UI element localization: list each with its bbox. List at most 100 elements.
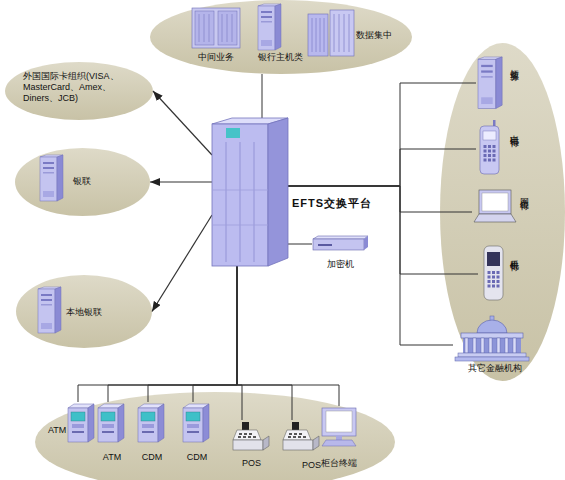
- icon-part: [483, 131, 496, 140]
- atm-icon: [68, 404, 94, 442]
- group-ellipse: ATMATMCDMCDMPOSPOS柜台终端: [35, 392, 395, 480]
- icon-part: [489, 338, 492, 353]
- connector-group: [78, 74, 478, 420]
- icon-part: [497, 338, 500, 353]
- device-node: CDM: [136, 402, 168, 464]
- connector: [288, 149, 476, 186]
- terminal-icon: [322, 408, 356, 446]
- encryptor-icon: [313, 236, 368, 250]
- connector: [150, 181, 212, 182]
- icon-part: [461, 333, 523, 338]
- cdm-icon: [183, 404, 209, 442]
- node-label: 中间业务: [190, 52, 242, 63]
- node-label: 电话银行: [509, 128, 520, 132]
- pos-icon: [233, 422, 269, 450]
- phone-icon: [480, 120, 499, 174]
- node-label: 银联: [73, 176, 91, 187]
- ellipse-fill: [35, 392, 395, 480]
- node-label: EFTS交换平台: [292, 197, 372, 210]
- node-label: 银行主机类: [250, 52, 310, 63]
- node-label: 其它金融机构: [453, 363, 537, 374]
- icon-part: [322, 408, 356, 436]
- node-label: ATM: [48, 425, 66, 436]
- icon-part: [326, 411, 352, 432]
- system-node: 数据集中: [306, 8, 398, 58]
- connector: [237, 266, 292, 420]
- device-node: POS: [278, 420, 322, 470]
- server-icon: [38, 287, 61, 333]
- datacenter-icon: [308, 10, 354, 56]
- node-label: 数据集中: [356, 30, 392, 41]
- node-label: 网上银行: [519, 191, 530, 195]
- device-node: POS: [228, 420, 268, 470]
- channel-node: 其它金融机构: [453, 314, 537, 376]
- ellipse-fill: [15, 148, 150, 216]
- icon-part: [195, 11, 214, 45]
- device-node: CDM: [181, 402, 213, 464]
- node-label: 柜台终端: [316, 458, 362, 469]
- network-ellipse: 外国国际卡组织(VISA、 MasterCard、Amex、 Diners、JC…: [5, 62, 153, 120]
- icon-part: [513, 338, 516, 353]
- node-label: POS: [242, 458, 261, 469]
- ellipse-fill: [150, 0, 412, 74]
- node-label: CDM: [136, 452, 168, 463]
- connector: [288, 83, 476, 186]
- icon-part: [482, 193, 508, 211]
- node-label: ATM: [96, 452, 128, 463]
- icon-part: [458, 353, 526, 357]
- icon-part: [218, 11, 237, 45]
- server-icon: [40, 155, 63, 201]
- node-label: 外国国际卡组织(VISA、 MasterCard、Amex、 Diners、JC…: [23, 71, 135, 104]
- node-label: 手机银行: [509, 252, 520, 256]
- icon-part: [226, 128, 240, 138]
- connector: [288, 186, 453, 345]
- system-node: 银行主机类: [250, 3, 310, 65]
- server-icon: [478, 57, 502, 109]
- connector: [237, 266, 339, 406]
- icon-part: [313, 236, 368, 239]
- network-ellipse: 本地银联: [16, 275, 152, 348]
- connector: [288, 186, 478, 274]
- icon-part: [318, 244, 332, 246]
- laptop-icon: [474, 190, 516, 222]
- node-label: 本地银联: [66, 307, 102, 318]
- connector: [262, 74, 263, 118]
- connector: [78, 266, 237, 402]
- channel-node: 网上银行: [472, 186, 534, 238]
- node-label: 短信业务: [509, 62, 520, 66]
- ellipse-fill: [5, 62, 153, 120]
- rack-icon: [192, 8, 240, 48]
- connector: [193, 266, 237, 402]
- icon-part: [330, 10, 354, 56]
- mobile-icon: [484, 246, 503, 300]
- icon-part: [474, 214, 516, 222]
- connector: [153, 91, 212, 155]
- icon-part: [484, 145, 496, 162]
- icon-part: [226, 142, 254, 262]
- connector: [108, 266, 237, 402]
- icon-part: [336, 436, 342, 440]
- connector: [288, 244, 312, 245]
- connector: [288, 186, 472, 212]
- connector: [148, 266, 237, 402]
- pos-icon: [283, 422, 319, 450]
- network-ellipse: 银联: [15, 148, 150, 216]
- switch-platform: EFTS交换平台: [212, 118, 288, 266]
- channel-node: 电话银行: [476, 120, 528, 178]
- connector: [237, 266, 242, 420]
- connector: [152, 215, 212, 312]
- icon-part: [465, 338, 468, 353]
- node-label: 加密机: [312, 259, 369, 270]
- device-node: ATM: [96, 402, 128, 464]
- ellipse-fill: [16, 275, 152, 348]
- node-label: CDM: [181, 452, 213, 463]
- icon-part: [493, 120, 496, 127]
- atm-icon: [98, 404, 124, 442]
- server-icon: [258, 4, 281, 50]
- icon-part: [480, 126, 499, 174]
- channel-node: 短信业务: [476, 54, 528, 112]
- icon-part: [192, 8, 240, 48]
